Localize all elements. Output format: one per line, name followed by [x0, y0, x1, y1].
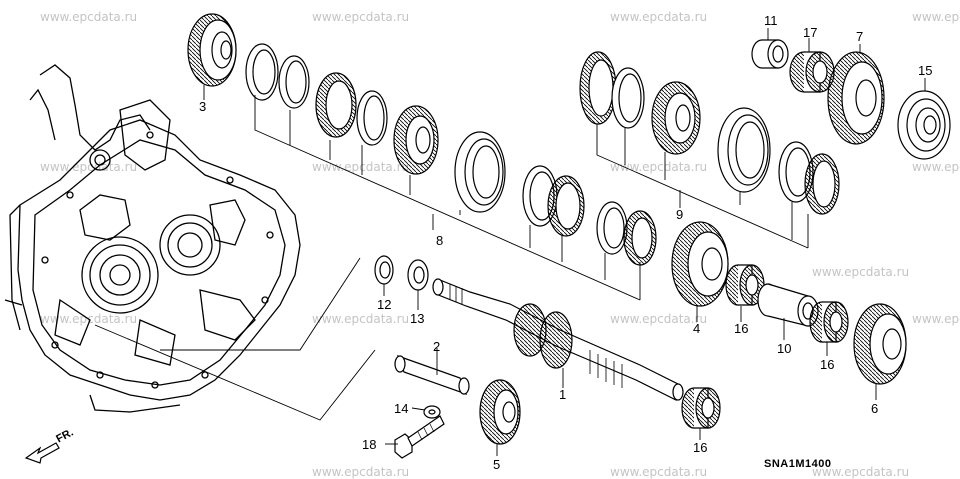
watermark: www.epcdata.ru [912, 312, 960, 326]
callout-9: 9 [676, 207, 684, 222]
washer-13 [407, 259, 429, 291]
washer-14 [423, 405, 441, 419]
callout-1: 1 [559, 387, 567, 402]
synchro-sleeve-9 [717, 107, 771, 193]
gear-3 [187, 13, 237, 87]
callout-3: 3 [199, 99, 207, 114]
mainshaft-1 [432, 278, 684, 401]
watermark: www.epcdata.ru [912, 160, 960, 174]
watermark: www.epcdata.ru [312, 160, 410, 174]
watermark: www.epcdata.ru [312, 312, 410, 326]
synchro-ring-9d [804, 153, 840, 215]
ball-bearing-15 [897, 90, 951, 160]
watermark: www.epcdata.ru [40, 160, 138, 174]
washer-12 [374, 255, 394, 285]
diagram-code: SNA1M1400 [764, 458, 832, 470]
collar-10 [757, 283, 819, 327]
synchro-ring-c [315, 72, 357, 138]
synchro-sleeve [454, 131, 506, 213]
synchro-ring-b [278, 55, 310, 109]
gear-7 [827, 51, 885, 145]
callout-7: 7 [856, 29, 864, 44]
callout-16-a: 16 [734, 321, 749, 336]
needle-bearing-17 [789, 51, 835, 93]
watermark: www.epcdata.ru [312, 10, 410, 24]
callout-11: 11 [764, 13, 778, 28]
synchro-hub [393, 105, 439, 175]
leader-lines-case [94, 257, 376, 421]
synchro-ring-9b [611, 67, 645, 129]
callout-8: 8 [436, 233, 444, 248]
callout-6: 6 [871, 401, 879, 416]
bracket-8 [254, 95, 641, 301]
needle-bearing-16c [681, 387, 721, 429]
watermark: www.epcdata.ru [610, 160, 708, 174]
callout-14: 14 [394, 401, 409, 416]
gear-6 [853, 303, 907, 385]
bolt-18 [394, 415, 445, 459]
needle-bearing-16b [809, 301, 849, 343]
callout-10: 10 [777, 341, 792, 356]
callout-16-c: 16 [693, 440, 708, 455]
synchro-ring-h [623, 210, 657, 266]
collar-11 [751, 39, 789, 69]
gear-5 [479, 379, 521, 445]
watermark: www.epcdata.ru [40, 10, 138, 24]
synchro-ring-g [596, 201, 628, 255]
watermark: www.epcdata.ru [610, 465, 708, 479]
bracket-9 [596, 124, 809, 249]
callout-17: 17 [803, 25, 818, 40]
callout-16-b: 16 [820, 357, 835, 372]
transmission-case [4, 64, 301, 413]
callout-5: 5 [493, 457, 501, 472]
synchro-ring-9a [579, 51, 617, 125]
callout-13: 13 [410, 311, 425, 326]
watermark: www.epcdata.ru [812, 265, 910, 279]
callout-18: 18 [362, 437, 377, 452]
front-direction-arrow [24, 442, 60, 464]
watermark: www.epcdata.ru [312, 465, 410, 479]
callout-12: 12 [377, 297, 392, 312]
synchro-ring-a [245, 43, 279, 101]
watermark: www.epcdata.ru [610, 312, 708, 326]
synchro-ring-d [356, 90, 388, 146]
shaft-2 [394, 355, 470, 395]
gear-4 [671, 221, 729, 307]
watermark: www.epcdata.ru [812, 465, 910, 479]
synchro-ring-f [547, 175, 585, 237]
callout-2: 2 [433, 339, 441, 354]
callout-leaders [203, 28, 926, 456]
watermark: www.epcdata.ru [912, 10, 960, 24]
callout-4: 4 [693, 321, 701, 336]
watermark: www.epcdata.ru [610, 10, 708, 24]
synchro-hub-9 [651, 81, 701, 155]
callout-15: 15 [918, 63, 933, 78]
